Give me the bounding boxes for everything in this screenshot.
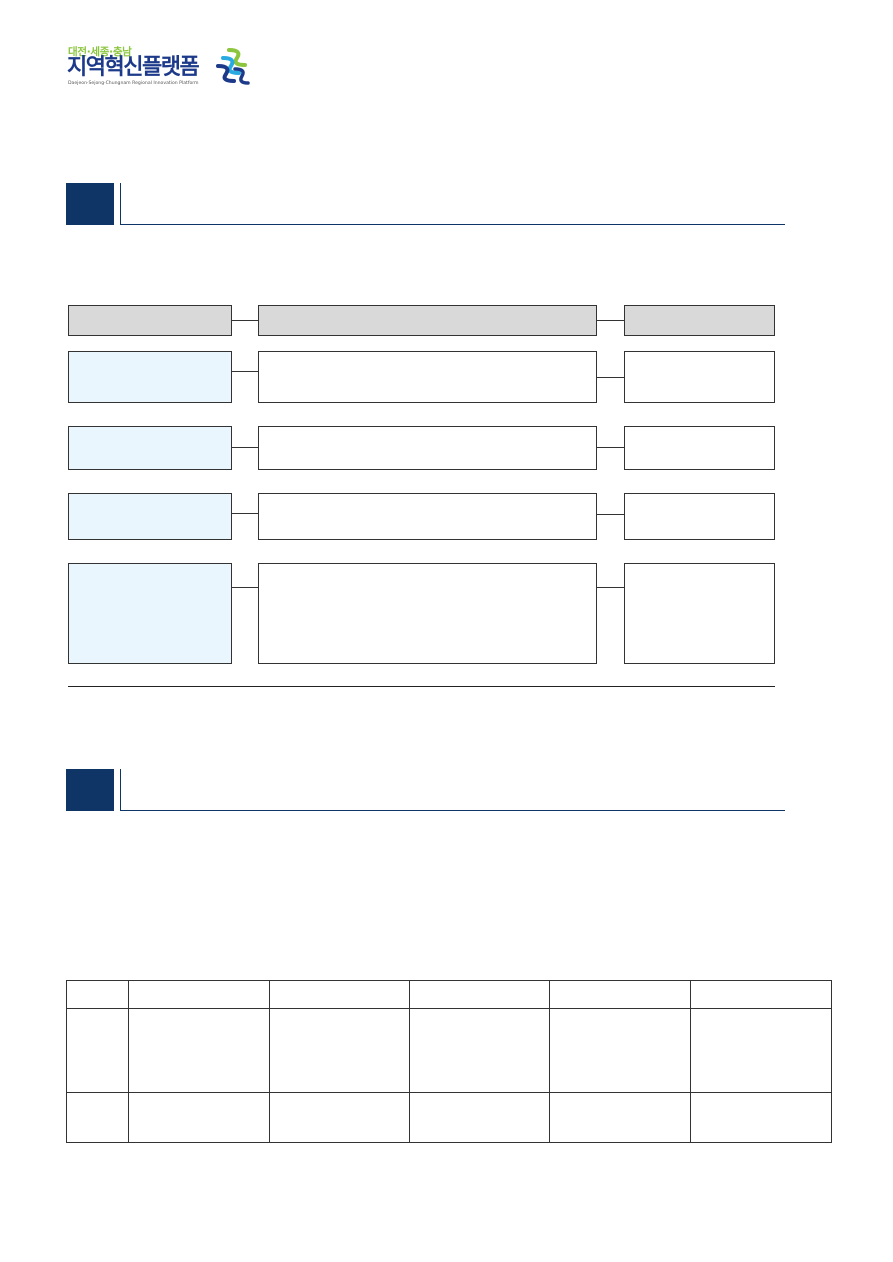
flow-row-2-output	[624, 426, 775, 470]
table-cell	[409, 1092, 550, 1143]
table-cell	[549, 1092, 691, 1143]
table-header-cell	[549, 980, 691, 1009]
table-cell	[128, 1008, 270, 1093]
section-2-underline	[120, 810, 785, 811]
table-header-cell	[409, 980, 550, 1009]
table-cell	[690, 1092, 832, 1143]
diagram-bottom-rule	[68, 686, 775, 687]
section-2-number-box	[66, 769, 114, 811]
table-header-cell	[66, 980, 129, 1009]
table-header-cell	[269, 980, 410, 1009]
logo-name-text: 지역혁신플랫폼	[67, 55, 200, 80]
section-1-number-box	[66, 183, 114, 225]
table-cell	[66, 1092, 129, 1143]
logo-english-text: Daejeon·Sejong·Chungnam Regional Innovat…	[68, 81, 199, 86]
flow-row-2-stage	[68, 426, 232, 470]
section-2-divider	[120, 769, 121, 811]
flow-header-right	[624, 305, 775, 336]
flow-row-2-content	[258, 426, 597, 470]
flow-row-3-stage	[68, 493, 232, 540]
flow-connector	[232, 513, 258, 514]
flow-connector	[597, 447, 624, 448]
table-header-cell	[128, 980, 270, 1009]
table-header-row	[66, 980, 832, 1009]
flow-row-4-stage	[68, 563, 232, 664]
flow-row-1-stage	[68, 351, 232, 403]
table-cell	[269, 1008, 410, 1093]
section-1-underline	[120, 224, 785, 225]
logo-mark-icon	[216, 48, 250, 85]
flow-connector	[232, 371, 258, 372]
flow-connector	[232, 447, 258, 448]
flow-connector	[597, 320, 624, 321]
table-row	[66, 1092, 832, 1143]
table-cell	[66, 1008, 129, 1093]
table-cell	[128, 1092, 270, 1143]
flow-row-4-content	[258, 563, 597, 664]
flow-header-middle	[258, 305, 597, 336]
table-cell	[269, 1092, 410, 1143]
flow-connector	[597, 587, 624, 588]
section-2-heading	[66, 769, 785, 813]
table-cell	[690, 1008, 832, 1093]
summary-table	[66, 980, 832, 1143]
flow-row-3-content	[258, 493, 597, 540]
flow-header-left	[68, 305, 232, 336]
flow-row-3-output	[624, 493, 775, 540]
platform-logo: 대전·세종·충남 지역혁신플랫폼 Daejeon·Sejong·Chungnam…	[67, 44, 257, 90]
section-1-heading	[66, 183, 785, 227]
table-header-cell	[690, 980, 832, 1009]
flow-row-1-content	[258, 351, 597, 403]
table-row	[66, 1008, 832, 1093]
flow-connector	[232, 587, 258, 588]
flow-connector	[597, 514, 624, 515]
section-1-divider	[120, 183, 121, 225]
table-cell	[549, 1008, 691, 1093]
flow-row-1-output	[624, 351, 775, 403]
logo-region-text: 대전·세종·충남	[68, 46, 132, 58]
flow-connector	[232, 320, 258, 321]
table-cell	[409, 1008, 550, 1093]
flow-connector	[597, 377, 624, 378]
flow-row-4-output	[624, 563, 775, 664]
